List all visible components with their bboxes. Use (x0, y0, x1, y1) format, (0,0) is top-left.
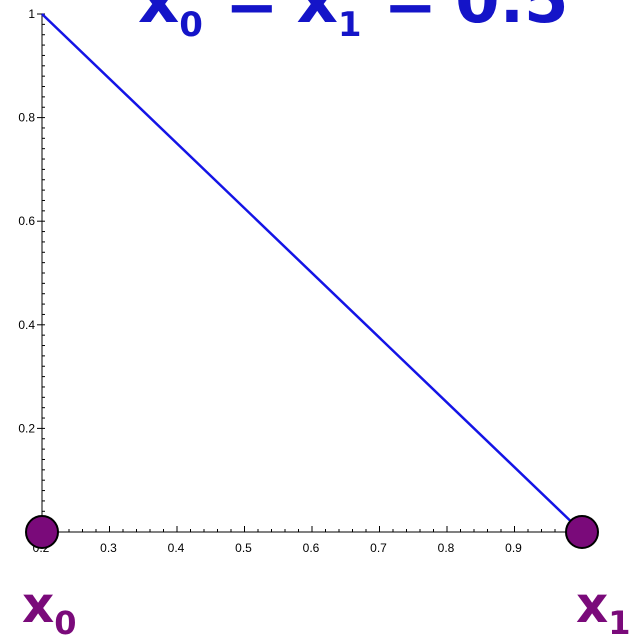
axes: 0.20.30.40.50.60.70.80.90.20.40.60.81 (18, 7, 583, 555)
title-eq2: = (384, 0, 438, 38)
title-sub1: 1 (338, 5, 362, 45)
x-tick-label: 0.6 (303, 541, 320, 555)
point-label-x1: x1 (576, 576, 631, 635)
x-tick-label: 0.4 (168, 541, 185, 555)
point-label-x0-sub: 0 (54, 604, 76, 635)
y-tick-label: 0.6 (18, 214, 35, 228)
y-tick-label: 1 (28, 7, 35, 21)
data-point (565, 515, 599, 549)
points-layer (25, 515, 599, 549)
title-eq: = (225, 0, 279, 38)
x-tick-label: 0.9 (505, 541, 522, 555)
x-tick-label: 0.5 (235, 541, 252, 555)
point-label-x0: x0 (22, 576, 77, 635)
title-var1: x (297, 0, 338, 38)
title-var0: x (138, 0, 179, 38)
point-label-x1-letter: x (576, 576, 608, 634)
data-point (25, 515, 59, 549)
title: x0=x1=0.5 (138, 0, 569, 45)
series-line (41, 13, 583, 533)
y-tick-label: 0.4 (18, 318, 35, 332)
y-tick-label: 0.2 (18, 421, 35, 435)
x-tick-label: 0.7 (370, 541, 387, 555)
point-label-x1-sub: 1 (608, 604, 630, 635)
y-tick-label: 0.8 (18, 111, 35, 125)
x-tick-label: 0.3 (100, 541, 117, 555)
series-layer (41, 13, 583, 533)
point-label-x0-letter: x (22, 576, 54, 634)
title-sub0: 0 (179, 5, 203, 45)
title-value: 0.5 (455, 0, 568, 38)
x-tick-label: 0.8 (438, 541, 455, 555)
